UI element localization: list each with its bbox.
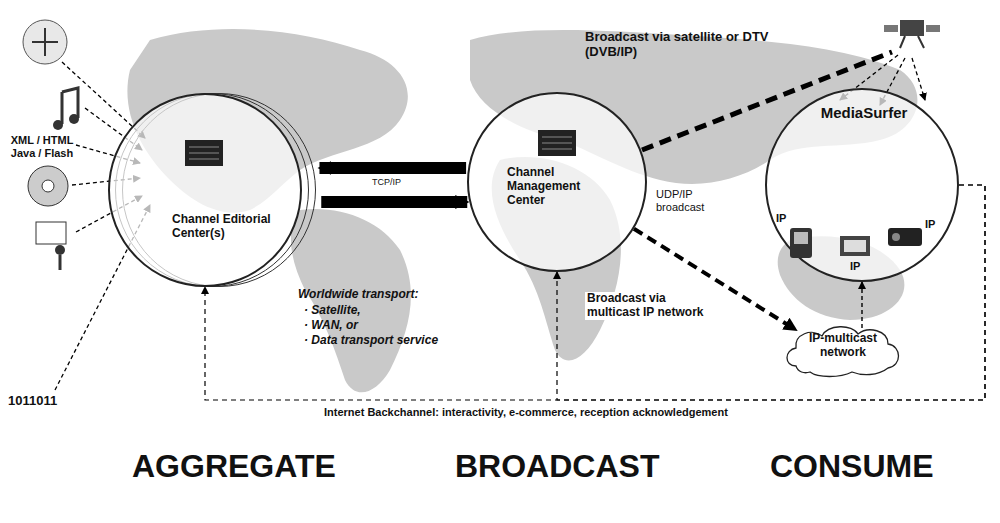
device-ip: IP (925, 218, 935, 231)
stage-label: CONSUME (770, 448, 934, 485)
connector-label: TCP/IP (370, 177, 403, 187)
editorial-center: Channel Editorial Center(s) (108, 93, 302, 287)
source-icons (23, 20, 79, 270)
satellite-icon (884, 20, 940, 48)
stage-label: AGGREGATE (132, 448, 336, 485)
device-icons (790, 228, 922, 258)
transport-heading: Worldwide transport: (298, 288, 418, 302)
management-center: Channel Management Center (467, 92, 647, 272)
connector-label: Broadcast via multicast IP network (585, 292, 719, 320)
format-label: XML / HTML Java / Flash (6, 134, 78, 159)
device-ip: IP (850, 260, 860, 273)
satellite-label: Broadcast via satellite or DTV (DVB/IP) (585, 30, 770, 60)
transport-item: · Data transport service (304, 334, 438, 348)
mediasurfer-circle: MediaSurfer (765, 88, 959, 282)
node-label: MediaSurfer (809, 104, 919, 121)
multicast-cloud: IP-multicast network (782, 322, 904, 378)
tcp-link (319, 168, 467, 202)
transport-item: · WAN, or (304, 319, 358, 333)
binary-label: 1011011 (8, 394, 57, 409)
stage-label: BROADCAST (455, 448, 659, 485)
transport-item: · Satellite, (304, 304, 361, 318)
cloud-link (862, 282, 863, 328)
connector-label: Internet Backchannel: interactivity, e-c… (322, 406, 730, 419)
server-icons (185, 130, 576, 166)
node-label: Channel Editorial Center(s) (172, 213, 282, 241)
node-label: Channel Management Center (507, 166, 607, 207)
device-ip: IP (776, 212, 786, 225)
node-label: IP-multicast network (796, 332, 890, 360)
udp-label: UDP/IP broadcast (656, 188, 712, 213)
